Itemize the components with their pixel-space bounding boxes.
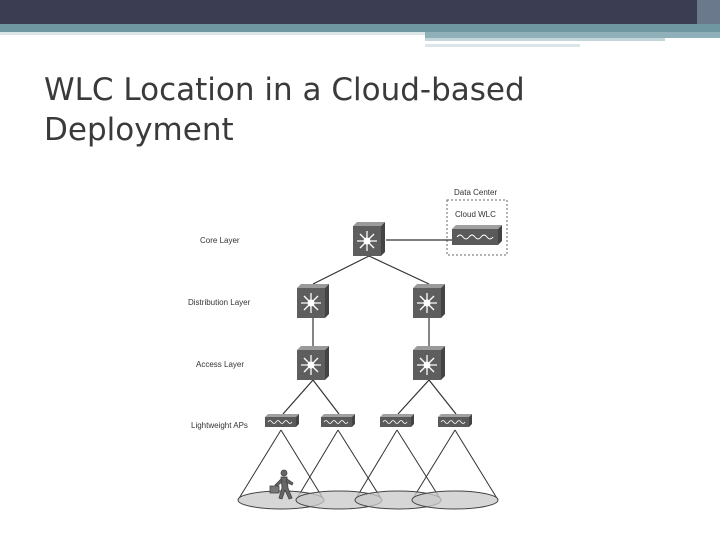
- coverage-areas: [237, 490, 499, 510]
- data-center-box: [446, 199, 508, 256]
- access-switch-right-icon: [412, 345, 446, 381]
- slide-title: WLC Location in a Cloud-based Deployment: [44, 72, 525, 148]
- core-switch-icon: [352, 221, 386, 257]
- network-links: [282, 239, 457, 415]
- header-stripe-right-thinner: [425, 44, 580, 47]
- header-stripe-right: [425, 32, 720, 38]
- lightweight-aps-label: Lightweight APs: [191, 421, 248, 430]
- distribution-switch-left-icon: [296, 283, 330, 319]
- header-bar-accent: [697, 0, 720, 24]
- header-stripe-right-thin: [425, 38, 665, 41]
- lightweight-ap-4-icon: [437, 413, 473, 428]
- wireless-lan-controller-icon: [452, 225, 502, 245]
- header-stripe-light: [0, 32, 425, 35]
- access-layer-label: Access Layer: [196, 360, 244, 369]
- lightweight-ap-3-icon: [379, 413, 415, 428]
- access-switch-left-icon: [296, 345, 330, 381]
- lightweight-ap-2-icon: [320, 413, 356, 428]
- walking-user-icon: [269, 469, 294, 500]
- core-layer-label: Core Layer: [200, 236, 240, 245]
- lightweight-ap-1-icon: [264, 413, 300, 428]
- cloud-wlc-label: Cloud WLC: [455, 210, 496, 219]
- data-center-label: Data Center: [454, 188, 497, 197]
- distribution-switch-right-icon: [412, 283, 446, 319]
- header-stripe: [0, 24, 720, 32]
- header-bar: [0, 0, 720, 24]
- coverage-cones: [237, 429, 499, 501]
- distribution-layer-label: Distribution Layer: [188, 298, 251, 307]
